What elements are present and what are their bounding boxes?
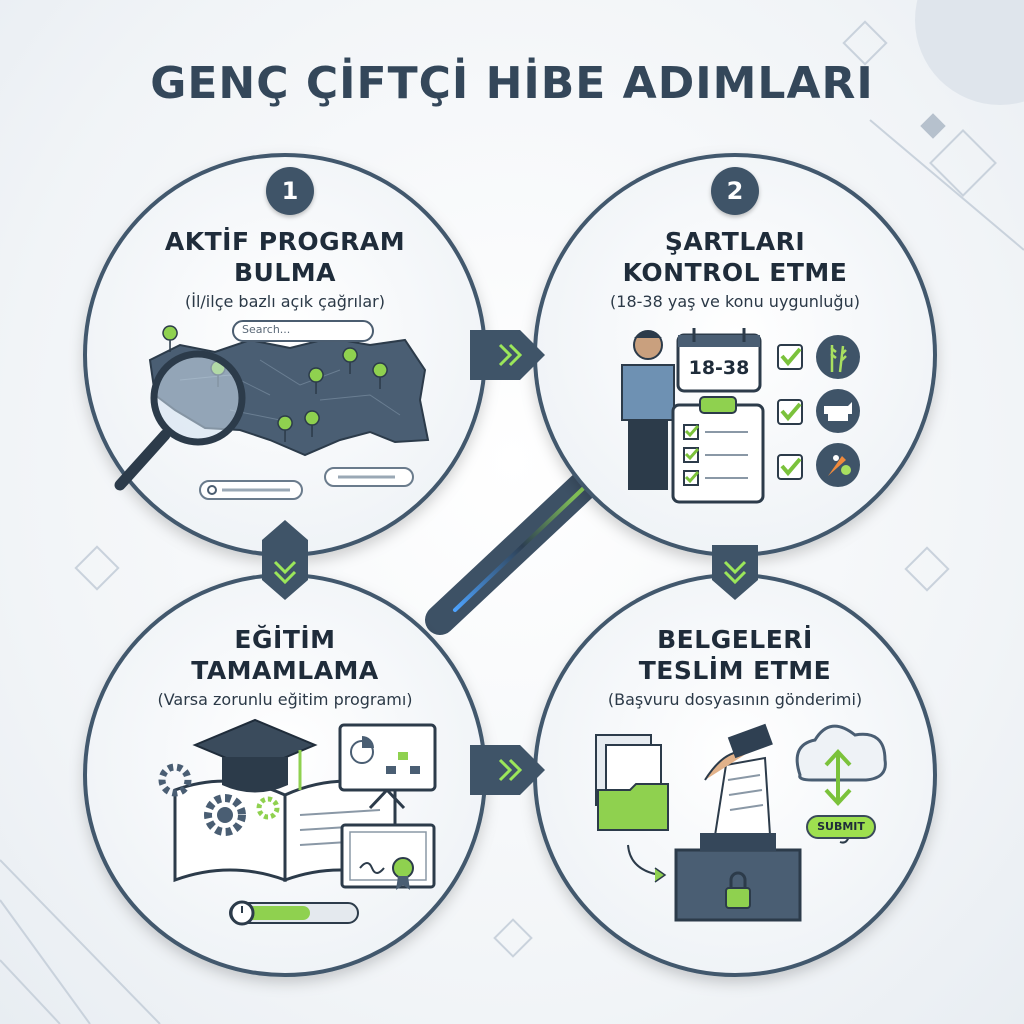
search-placeholder: Search... xyxy=(242,323,291,336)
page-title: GENÇ ÇİFTÇİ HİBE ADIMLARI xyxy=(150,58,874,109)
step-subtitle: (İl/ilçe bazlı açık çağrılar) xyxy=(185,292,385,311)
step-title: EĞİTİM xyxy=(234,625,336,654)
age-range-label: 18-38 xyxy=(688,357,750,379)
folder-icon xyxy=(595,734,669,883)
graduation-cap-icon xyxy=(192,718,318,793)
step-title: TESLİM ETME xyxy=(638,656,832,685)
arrow-connectors xyxy=(262,330,758,795)
step-title: BULMA xyxy=(233,258,336,287)
lock-icon xyxy=(674,833,802,922)
progress-bar-icon xyxy=(229,900,359,926)
search-bars-decoration xyxy=(199,467,414,500)
step-number-badge: 1 xyxy=(266,167,314,215)
step-title: BELGELERİ xyxy=(657,625,813,654)
document-icon xyxy=(704,723,773,844)
step-title: ŞARTLARI xyxy=(664,227,806,256)
step-title: AKTİF PROGRAM xyxy=(164,227,406,256)
step-title: KONTROL ETME xyxy=(622,258,848,287)
step-3-text: EĞİTİM TAMAMLAMA (Varsa zorunlu eğitim p… xyxy=(125,624,445,709)
step-subtitle: (Başvuru dosyasının gönderimi) xyxy=(607,690,863,709)
certificate-icon xyxy=(340,823,436,890)
step-2-text: ŞARTLARI KONTROL ETME (18-38 yaş ve konu… xyxy=(575,226,895,311)
magnifier-icon xyxy=(114,350,246,491)
submit-button: SUBMIT xyxy=(806,815,876,839)
search-input: Search... xyxy=(232,320,374,342)
diagonal-connector xyxy=(425,455,615,635)
step-4-text: BELGELERİ TESLİM ETME (Başvuru dosyasını… xyxy=(575,624,895,709)
calendar-icon xyxy=(676,328,762,393)
cow-icon xyxy=(816,389,860,433)
gear-icon xyxy=(158,763,280,836)
corner-circle-decoration xyxy=(915,0,1024,105)
cloud-upload-icon xyxy=(795,724,887,844)
step-subtitle: (18-38 yaş ve konu uygunluğu) xyxy=(610,292,860,311)
diamond-decorations xyxy=(0,20,1024,1024)
step-1-text: AKTİF PROGRAM BULMA (İl/ilçe bazlı açık … xyxy=(125,226,445,311)
wheat-icon xyxy=(816,335,860,379)
vegetables-icon xyxy=(816,443,860,487)
step-title: TAMAMLAMA xyxy=(191,656,379,685)
requirements-checks xyxy=(777,344,803,480)
presentation-icon xyxy=(338,723,437,810)
step-number-badge: 2 xyxy=(711,167,759,215)
person-icon xyxy=(621,330,675,490)
step-subtitle: (Varsa zorunlu eğitim programı) xyxy=(157,690,413,709)
checkbox-icon xyxy=(683,424,748,486)
